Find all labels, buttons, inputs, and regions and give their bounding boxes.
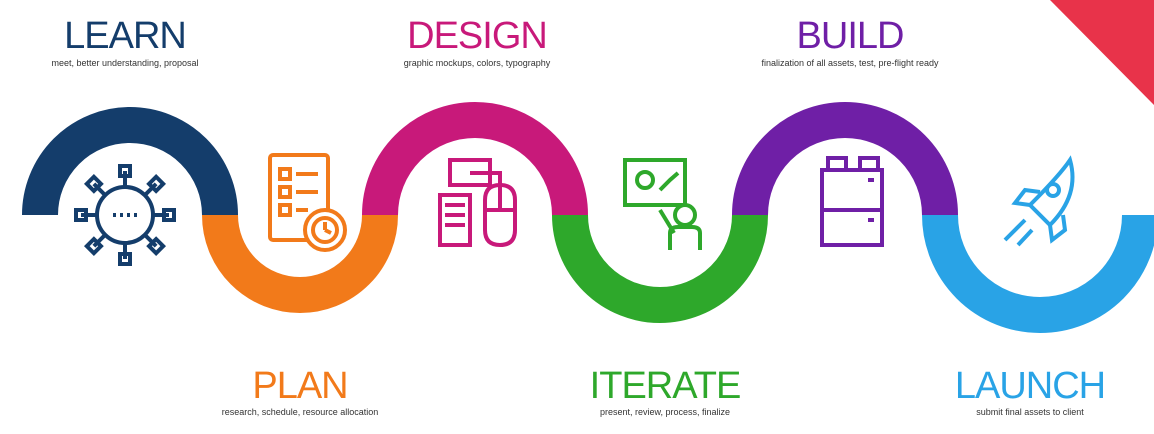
step-title-launch: LAUNCH bbox=[954, 365, 1106, 407]
computer-mouse-icon bbox=[438, 158, 517, 248]
rocket-icon bbox=[1003, 155, 1075, 247]
step-title-iterate: ITERATE bbox=[589, 365, 742, 407]
presentation-board-icon bbox=[623, 158, 702, 250]
step-title-plan: PLAN bbox=[252, 365, 348, 407]
virus-network-icon bbox=[74, 164, 176, 266]
wave-arc-launch bbox=[922, 214, 1154, 333]
corner-accent bbox=[1050, 0, 1154, 105]
step-title-build: BUILD bbox=[796, 15, 905, 57]
wave-arc-design bbox=[362, 102, 588, 216]
step-desc-learn: meet, better understanding, proposal bbox=[51, 58, 199, 68]
step-title-design: DESIGN bbox=[407, 15, 548, 57]
step-desc-build: finalization of all assets, test, pre-fl… bbox=[761, 58, 939, 68]
lego-brick-icon bbox=[820, 156, 884, 247]
wave-arc-plan bbox=[202, 214, 398, 313]
step-desc-iterate: present, review, process, finalize bbox=[599, 407, 731, 417]
step-desc-launch: submit final assets to client bbox=[976, 407, 1084, 417]
step-title-learn: LEARN bbox=[64, 15, 187, 57]
step-desc-design: graphic mockups, colors, typography bbox=[403, 58, 551, 68]
wave-arc-iterate bbox=[552, 214, 768, 323]
wave-arc-learn bbox=[22, 107, 238, 216]
checklist-clock-icon bbox=[268, 153, 347, 252]
wave-arc-build bbox=[732, 102, 958, 216]
step-desc-plan: research, schedule, resource allocation bbox=[221, 407, 379, 417]
